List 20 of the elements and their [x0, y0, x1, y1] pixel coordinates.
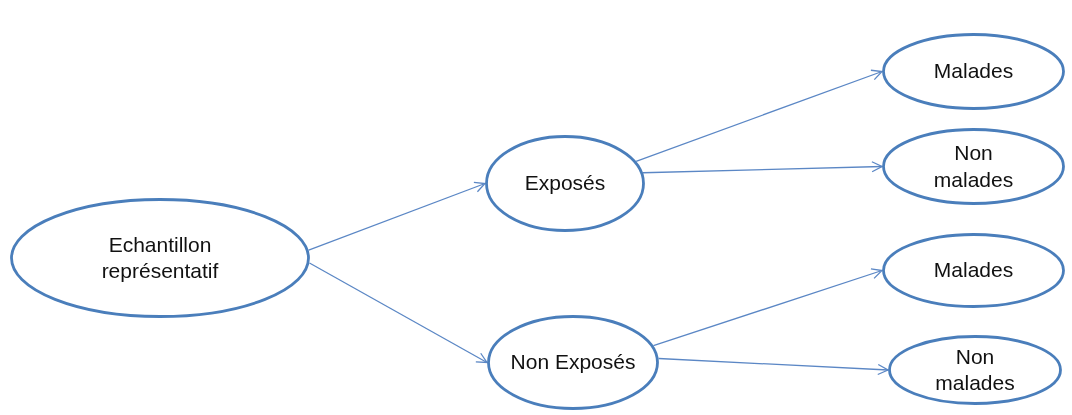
ellipse-node [882, 233, 1065, 308]
arrow [642, 161, 883, 174]
arrow [652, 268, 883, 347]
node-label: Echantillon représentatif [100, 231, 220, 284]
arrow [658, 357, 889, 376]
node-label: Non malades [932, 140, 1015, 193]
ellipse-node [882, 128, 1065, 205]
ellipse-node [485, 135, 645, 232]
arrow [635, 69, 883, 162]
ellipse-node [888, 335, 1062, 405]
arrow [308, 181, 486, 251]
ellipse-node [487, 315, 659, 410]
node-label: Non Exposés [510, 349, 636, 376]
ellipse-node [10, 198, 310, 318]
node-label: Malades [933, 257, 1014, 284]
node-label: Malades [933, 58, 1014, 85]
arrow [308, 262, 488, 364]
ellipse-node [882, 33, 1065, 110]
node-label: Non malades [934, 343, 1016, 396]
node-label: Exposés [524, 170, 606, 197]
